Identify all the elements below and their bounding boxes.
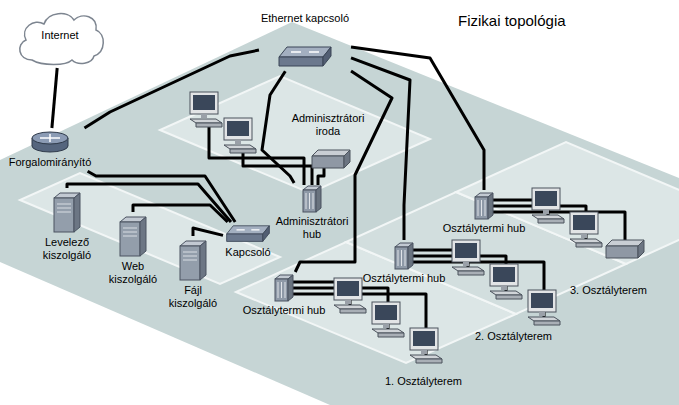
device-label: Web kiszolgáló [104, 260, 162, 286]
switch: Kapcsoló [223, 222, 273, 261]
lan-wire [318, 168, 324, 185]
switch-icon [277, 45, 333, 69]
classroom-hub: Osztálytermi hub [361, 240, 448, 287]
hub-icon-part [478, 200, 485, 216]
server-icon-part [123, 228, 137, 236]
hub-icon-part [303, 190, 316, 212]
switch2-icon-part [227, 234, 263, 241]
switch2-icon-part [227, 226, 270, 234]
hub-icon-part [316, 186, 321, 212]
switch-icon-part [323, 47, 331, 66]
hub-icon-part [475, 197, 488, 219]
switch-icon-part [291, 51, 319, 53]
server-icon-part [57, 204, 71, 212]
device-label: Levelező kiszolgáló [38, 236, 96, 262]
admin-hub: Adminisztrátori hub [272, 183, 352, 243]
server-icon [118, 214, 148, 258]
device-label: Kapcsoló [225, 246, 270, 259]
device-label: Osztálytermi hub [443, 222, 526, 235]
network-cable [52, 68, 57, 128]
pc-icon [190, 92, 222, 127]
pc-icon [372, 302, 404, 337]
network-cable [84, 50, 259, 128]
server-icon-part [180, 246, 200, 280]
classroom-tile [456, 142, 679, 264]
network-cable [193, 228, 223, 236]
diagram-title: Fizikai topológia [458, 12, 566, 30]
classroom-hub: Osztálytermi hub [241, 272, 328, 319]
pc-icon [452, 240, 484, 275]
hub-icon-part [278, 282, 285, 298]
server-icon-part [54, 198, 74, 232]
hub-icon [394, 242, 414, 270]
switch-icon-part [279, 47, 331, 57]
pc-icon [224, 118, 256, 153]
cloud-outline [20, 14, 104, 65]
router-icon-part [40, 134, 60, 142]
switch2-icon-part [263, 226, 270, 242]
device-label: Adminisztrátori hub [274, 215, 350, 241]
room-label: Adminisztrátori iroda [288, 112, 368, 138]
device-label: Ethernet kapcsoló [261, 12, 349, 25]
room-label: 2. Osztályterem [475, 330, 552, 343]
network-cable [262, 71, 294, 183]
hub-icon [302, 185, 322, 213]
hub-icon [274, 274, 294, 302]
server-icon [52, 190, 82, 234]
server-icon-part [183, 252, 197, 260]
hub-icon-part [488, 193, 493, 219]
network-cable [351, 58, 410, 240]
printer-icon [606, 240, 644, 258]
server-icon-part [140, 217, 146, 256]
lan-wire [243, 153, 312, 185]
hub-icon-part [398, 250, 405, 266]
device-label: Osztálytermi hub [363, 272, 446, 285]
pc-icon [570, 212, 602, 247]
internet-cloud: Internet [12, 4, 108, 68]
server-icon [178, 238, 208, 282]
hub-icon-part [275, 279, 288, 301]
device-label: Fájl kiszolgáló [166, 284, 220, 310]
network-cable [351, 47, 484, 190]
network-cable [67, 184, 231, 222]
switch2-icon [225, 224, 271, 244]
hub-icon-part [306, 193, 313, 209]
network-cable [295, 71, 392, 272]
server-icon-part [74, 193, 80, 232]
printer-icon [312, 150, 350, 168]
hub-icon-part [408, 243, 413, 269]
network-cable [133, 205, 228, 222]
pc-icon [528, 290, 560, 325]
switch-icon-part [279, 57, 323, 66]
device-label: Internet [41, 29, 78, 42]
pc-icon [490, 264, 522, 299]
pc-icon [532, 188, 564, 223]
server-icon-part [200, 241, 206, 280]
server-icon-part [120, 222, 140, 256]
router-icon-part [32, 132, 68, 144]
pc-icon [334, 278, 366, 313]
server-area-tile [20, 173, 280, 284]
ethernet-switch: Ethernet kapcsoló [259, 10, 351, 71]
hub-icon [474, 192, 494, 220]
hub-icon-part [288, 275, 293, 301]
device-label: Forgalomirányító [9, 156, 92, 169]
file-server: Fájl kiszolgáló [164, 236, 222, 312]
hub-icon-part [395, 247, 408, 269]
web-server: Web kiszolgáló [102, 212, 164, 288]
switch2-icon-part [237, 229, 260, 230]
device-label: Osztálytermi hub [243, 304, 326, 317]
mail-server: Levelező kiszolgáló [36, 188, 98, 264]
room-label: 3. Osztályterem [570, 284, 647, 297]
classroom-hub: Osztálytermi hub [441, 190, 528, 237]
floor [0, 22, 679, 405]
router-icon [30, 130, 70, 154]
room-label: 1. Osztályterem [385, 375, 462, 388]
network-cable [88, 171, 236, 222]
pc-icon [410, 328, 442, 363]
router: Forgalomirányító [7, 128, 94, 171]
